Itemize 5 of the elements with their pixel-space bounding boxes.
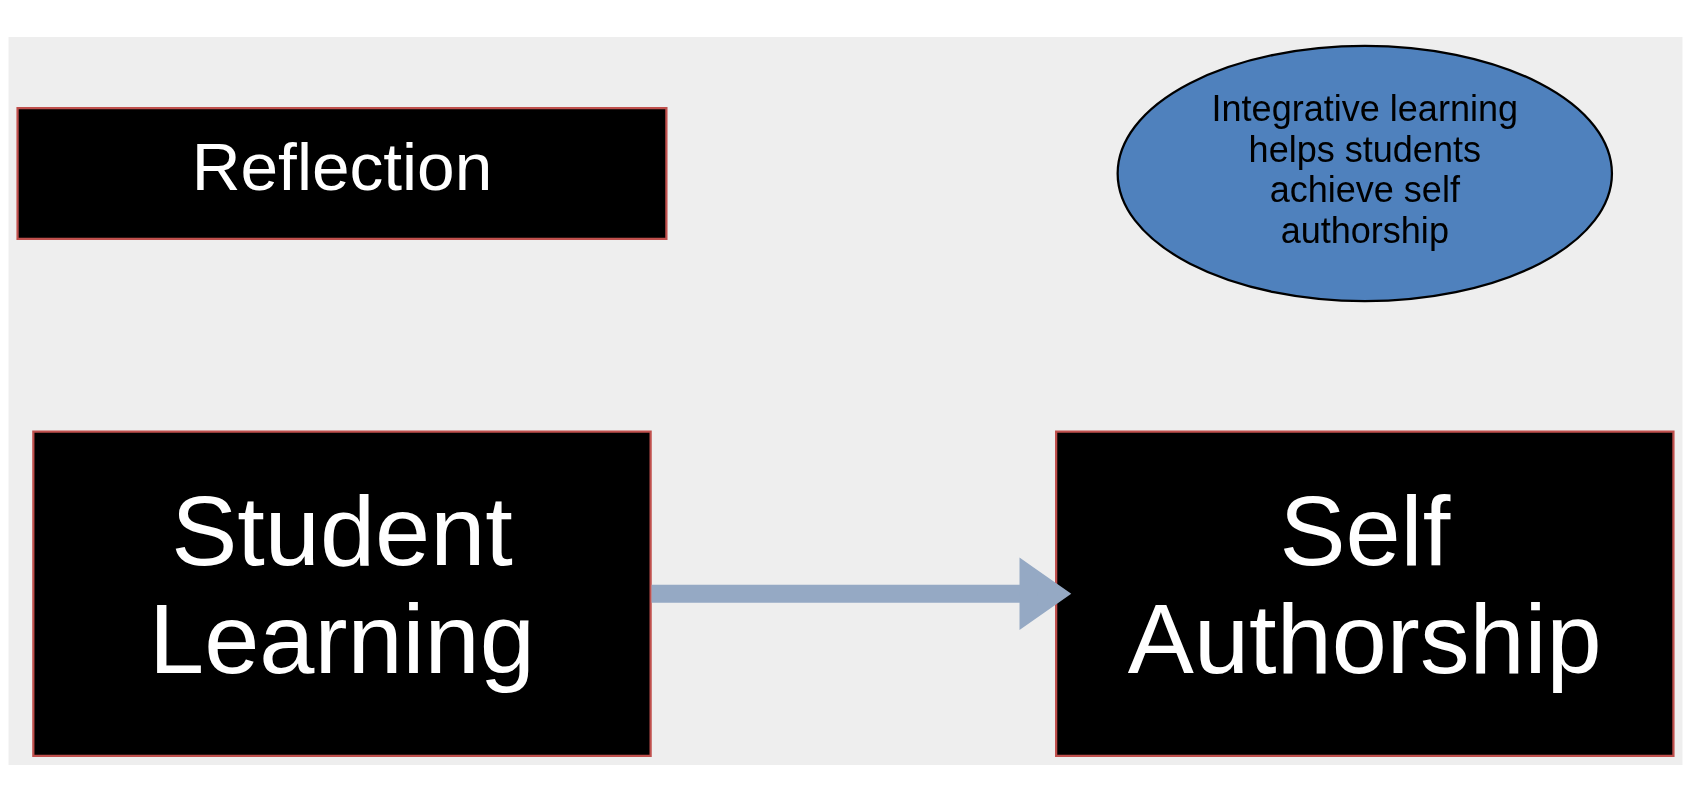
node-box: Student Learning: [32, 429, 652, 757]
arrow: [651, 557, 1072, 630]
node-ellipse: Integrative learning helps students achieve self authorship: [1116, 44, 1614, 302]
node-box: Self Authorship: [1055, 429, 1675, 757]
node-box: Reflection: [16, 106, 668, 240]
